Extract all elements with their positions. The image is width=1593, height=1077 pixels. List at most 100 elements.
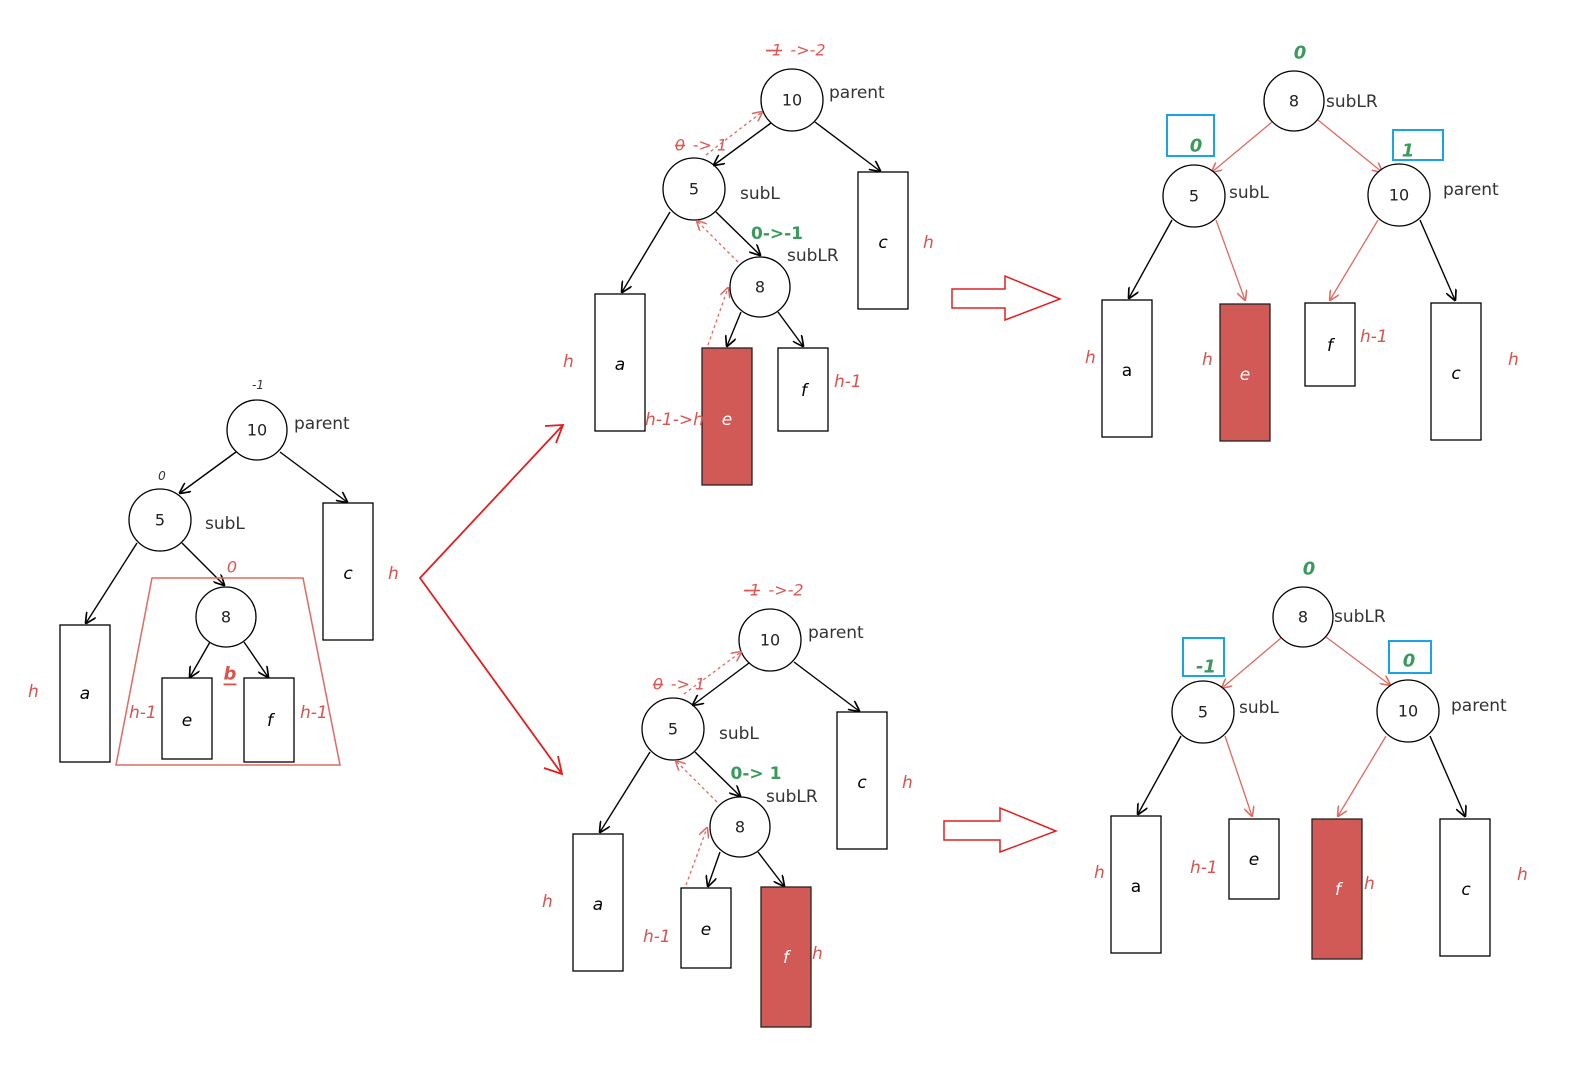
- case1r-bf-box-10: [1392, 129, 1444, 161]
- case1-edge-8-f: [777, 311, 803, 346]
- case1-height-a: h: [563, 352, 574, 372]
- case2-subtree-f: [760, 886, 812, 1028]
- case2r-height-c: h: [1517, 865, 1528, 885]
- case2-role-parent: parent: [808, 623, 864, 643]
- case2-edge-8-f: [757, 851, 784, 886]
- case1r-subtree-c: [1430, 302, 1482, 441]
- case1r-bf-box-5: [1166, 114, 1215, 157]
- case2r-edge-5-e: [1224, 735, 1252, 816]
- case2-node-5-label: 5: [668, 720, 678, 739]
- case2-subtree-a-label: a: [593, 895, 603, 915]
- case1r-node-8-circle: [1263, 70, 1325, 132]
- case1-bf-subL-new: -> 1: [693, 136, 727, 155]
- case1-bf-parent-old: -1: [766, 41, 782, 60]
- case2-height-f: h: [812, 944, 823, 964]
- role-parent: parent: [294, 414, 350, 434]
- node-8-label: 8: [221, 608, 231, 627]
- case1-node-10-label: 10: [782, 91, 802, 110]
- case1-dotted-8-5: [697, 221, 739, 263]
- case2-role-subLR: subLR: [766, 787, 818, 807]
- case1r-subtree-c-label: c: [1451, 364, 1461, 384]
- case1-bf-subL-old: 0: [675, 136, 685, 155]
- case1-edge-5-a: [622, 211, 671, 292]
- case1r-node-5-circle: [1162, 164, 1226, 228]
- subtree-c-label: c: [343, 564, 353, 584]
- case1r-subtree-f: [1304, 302, 1356, 387]
- case1-bf-subLR-change: 0->-1: [751, 224, 803, 244]
- case2-node-8-label: 8: [735, 818, 745, 837]
- subtree-b-outline: [115, 577, 341, 766]
- case1r-node-10-label: 10: [1389, 186, 1409, 205]
- case1-edge-10-5: [714, 122, 772, 165]
- case2-edge-10-5: [693, 662, 750, 705]
- node-5-circle: [128, 488, 192, 552]
- case2-height-e: h-1: [643, 927, 671, 947]
- case2-edge-5-8: [694, 751, 740, 796]
- case2-subtree-c: [836, 711, 888, 850]
- case2r-node-10-label: 10: [1398, 702, 1418, 721]
- case2r-edge-8-5: [1222, 637, 1282, 688]
- case1r-edge-5-a: [1129, 219, 1173, 298]
- subtree-b-label: b: [224, 664, 237, 685]
- case2r-subtree-e-label: e: [1249, 850, 1259, 870]
- edge-10-c: [279, 451, 347, 502]
- case1r-edge-10-c: [1419, 219, 1455, 300]
- subtree-c: [322, 502, 374, 641]
- case1-edge-5-8: [715, 211, 760, 255]
- height-e: h-1: [129, 703, 157, 723]
- case1r-subtree-a: [1101, 299, 1153, 438]
- case2r-bf-5: -1: [1196, 657, 1216, 678]
- case1r-subtree-e: [1219, 303, 1271, 442]
- case1r-subtree-a-label: a: [1122, 361, 1132, 381]
- case1r-node-8-label: 8: [1289, 92, 1299, 111]
- case2-subtree-c-label: c: [857, 773, 867, 793]
- case2-dotted-e-8: [685, 828, 707, 886]
- case1-edge-10-c: [814, 121, 880, 171]
- case1-dotted-e-8: [707, 288, 728, 346]
- case1-before: -1 ->-2 10 parent 0 -> 1 5 subL c h 0->-…: [563, 41, 934, 486]
- split-arrow-head-bottom: [543, 755, 564, 776]
- case2r-subtree-a-label: a: [1131, 877, 1141, 897]
- split-arrows: [418, 424, 565, 776]
- case2-height-a: h: [542, 892, 553, 912]
- node-10-label: 10: [247, 421, 267, 440]
- node-8-circle: [195, 586, 257, 648]
- case2-edge-8-e: [708, 851, 721, 886]
- height-f: h-1: [300, 703, 328, 723]
- case1-subtree-e-label: e: [722, 410, 732, 430]
- case1r-height-f: h-1: [1360, 327, 1388, 347]
- case1r-bf-5: 0: [1190, 136, 1203, 157]
- case2-edge-5-a: [600, 751, 651, 832]
- subtree-a: [59, 624, 111, 763]
- case1r-subtree-e-label: e: [1240, 365, 1250, 385]
- case1r-bf-10: 1: [1402, 141, 1415, 162]
- case1r-height-a: h: [1085, 348, 1096, 368]
- height-c: h: [388, 564, 399, 584]
- case2r-subtree-a: [1110, 815, 1162, 954]
- case2-bf-parent-new: ->-2: [768, 581, 803, 600]
- subtree-f: [243, 677, 295, 763]
- initial-tree: -1 10 parent 0 5 subL c h a h 0 8 b e h-…: [28, 378, 399, 766]
- case1-subtree-f: [777, 347, 829, 432]
- case2-before: -1 ->-2 10 parent 0 -> 1 5 subL c h 0-> …: [542, 581, 913, 1028]
- case1r-node-5-label: 5: [1189, 187, 1199, 206]
- split-arrow-lines: [418, 424, 564, 775]
- case2-after: 0 8 subLR -1 0 5 subL 10 parent a h e h-…: [1094, 559, 1528, 960]
- bf-subLR: 0: [227, 558, 237, 577]
- case1r-bf-root: 0: [1294, 43, 1307, 64]
- case1r-subtree-f-label: f: [1327, 336, 1336, 356]
- case1-subtree-f-label: f: [801, 381, 810, 401]
- case2-subtree-e: [680, 887, 732, 969]
- case1r-edge-5-e: [1215, 219, 1245, 300]
- case2r-role-subL: subL: [1239, 698, 1279, 718]
- case2r-height-e: h-1: [1190, 858, 1218, 878]
- case2-dotted-8-5: [676, 761, 718, 803]
- subtree-e: [161, 677, 213, 760]
- case1-subtree-c: [857, 171, 909, 310]
- case2-node-10-circle: [738, 608, 802, 672]
- case2r-edge-10-c: [1429, 735, 1465, 816]
- case1r-edge-10-f: [1330, 219, 1379, 300]
- edge-8-f: [243, 641, 268, 677]
- subtree-f-label: f: [267, 711, 276, 731]
- case1-subtree-e: [701, 347, 753, 486]
